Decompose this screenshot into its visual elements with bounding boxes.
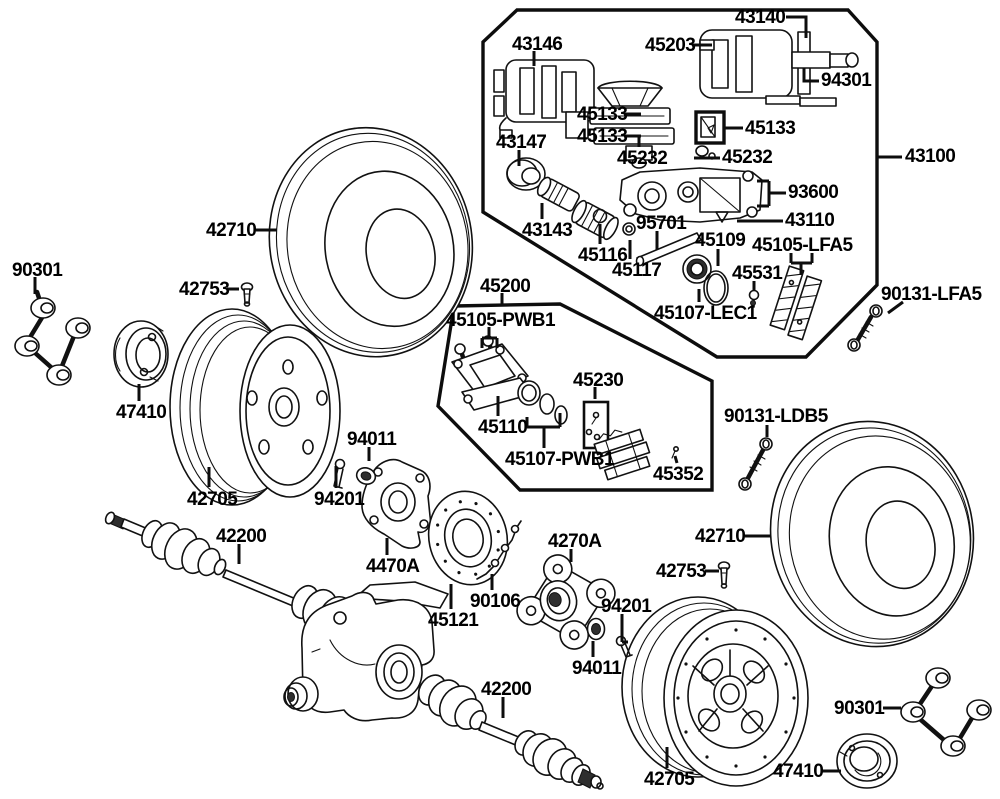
caliper-93600-drawing bbox=[619, 167, 763, 223]
part-label-90301-bottomright: 90301 bbox=[834, 698, 885, 719]
part-label-45203: 45203 bbox=[645, 35, 696, 56]
part-label-42705-left: 42705 bbox=[187, 489, 238, 510]
bushing-43143-drawing bbox=[536, 176, 619, 241]
pads-45105-LFA5-drawing bbox=[769, 265, 823, 341]
part-label-45352: 45352 bbox=[653, 464, 704, 485]
part-label-94011-lower: 94011 bbox=[572, 658, 622, 679]
part-label-45105-LFA5: 45105-LFA5 bbox=[752, 235, 853, 256]
part-label-43147: 43147 bbox=[496, 132, 547, 153]
differential-drawing bbox=[283, 581, 455, 722]
part-label-42200-upper: 42200 bbox=[216, 526, 267, 547]
part-label-47410-left: 47410 bbox=[116, 402, 167, 423]
part-label-42200-lower: 42200 bbox=[481, 679, 532, 700]
hubcap-left-drawing bbox=[113, 320, 169, 388]
part-label-94011-upper: 94011 bbox=[347, 429, 397, 450]
leader-lines bbox=[33, 15, 904, 773]
nut-94011-lower-drawing bbox=[586, 617, 606, 641]
tire-left-drawing bbox=[268, 126, 474, 358]
link-90131-LFA5-drawing bbox=[847, 304, 883, 352]
caliper-43146-drawing bbox=[493, 59, 595, 139]
lug-nuts-left-drawing bbox=[14, 289, 91, 386]
ring-45107-LEC1-drawing bbox=[703, 270, 729, 306]
nut-94011-upper-drawing bbox=[355, 467, 377, 485]
part-label-45110: 45110 bbox=[478, 417, 528, 438]
part-label-45232-b: 45232 bbox=[722, 147, 773, 168]
group-outline-45200 bbox=[436, 302, 714, 492]
part-label-45232-a: 45232 bbox=[617, 148, 668, 169]
wheel-left-drawing bbox=[169, 308, 341, 506]
part-label-43146: 43146 bbox=[512, 34, 563, 55]
part-label-45200: 45200 bbox=[480, 276, 531, 297]
seal-43147-drawing bbox=[506, 157, 546, 191]
circlip-45116-drawing bbox=[592, 208, 608, 224]
part-label-4270A: 4270A bbox=[548, 531, 602, 552]
part-label-90106: 90106 bbox=[470, 591, 521, 612]
wheel-right-drawing bbox=[621, 596, 809, 787]
part-label-45133-c: 45133 bbox=[745, 118, 796, 139]
part-label-42710-right: 42710 bbox=[695, 526, 746, 547]
hub-4270A-drawing bbox=[516, 554, 616, 650]
part-label-45133-a: 45133 bbox=[577, 104, 628, 125]
part-label-45121: 45121 bbox=[428, 610, 479, 631]
part-label-4470A: 4470A bbox=[366, 556, 420, 577]
part-label-45230: 45230 bbox=[573, 370, 624, 391]
part-label-45133-b: 45133 bbox=[577, 126, 628, 147]
part-label-42753-right: 42753 bbox=[656, 561, 707, 582]
bearing-45109-drawing bbox=[682, 254, 712, 284]
part-label-45109: 45109 bbox=[695, 230, 746, 251]
part-label-45107-LEC1: 45107-LEC1 bbox=[654, 303, 757, 324]
part-label-43100: 43100 bbox=[905, 146, 956, 167]
hubcap-right-drawing bbox=[836, 733, 898, 789]
valve-stem-right-drawing bbox=[717, 561, 731, 589]
lug-nuts-right-drawing bbox=[900, 667, 992, 757]
group-outline-43100 bbox=[481, 8, 879, 359]
part-label-45116: 45116 bbox=[578, 245, 628, 266]
part-label-45531: 45531 bbox=[732, 263, 783, 284]
part-label-47410-right: 47410 bbox=[773, 761, 824, 782]
part-label-43140: 43140 bbox=[735, 7, 786, 28]
axle-lower-drawing bbox=[417, 674, 604, 790]
washer-45117-drawing bbox=[622, 222, 636, 236]
part-label-94301: 94301 bbox=[821, 70, 872, 91]
part-label-90131-LDB5: 90131-LDB5 bbox=[724, 406, 828, 427]
pads-45352-drawing bbox=[593, 428, 679, 481]
part-label-94201-upper: 94201 bbox=[314, 489, 365, 510]
part-label-43143: 43143 bbox=[522, 220, 573, 241]
bracket-90106-drawing bbox=[476, 520, 522, 580]
valve-stem-left-drawing bbox=[240, 282, 254, 307]
link-90131-LDB5-drawing bbox=[738, 437, 773, 491]
pin-95701-drawing bbox=[635, 232, 702, 267]
tire-right-drawing bbox=[769, 420, 975, 648]
part-label-42753-left: 42753 bbox=[179, 279, 230, 300]
piston-45107-PWB1-drawing bbox=[517, 380, 568, 425]
part-label-42705-right: 42705 bbox=[644, 769, 695, 790]
part-label-43110: 43110 bbox=[785, 210, 835, 231]
bracket-45105-PWB1-drawing bbox=[451, 335, 533, 411]
part-label-90301-topleft: 90301 bbox=[12, 260, 63, 281]
part-label-45107-PWB1: 45107-PWB1 bbox=[505, 449, 615, 470]
part-label-45105-PWB1: 45105-PWB1 bbox=[446, 310, 556, 331]
part-label-94201-lower: 94201 bbox=[601, 596, 652, 617]
part-label-42710-left: 42710 bbox=[206, 220, 257, 241]
part-label-45117: 45117 bbox=[612, 260, 662, 281]
knuckle-4470A-drawing bbox=[361, 458, 432, 549]
caliper-43140-drawing bbox=[692, 29, 859, 107]
part-label-95701: 95701 bbox=[636, 213, 687, 234]
part-label-90131-LFA5: 90131-LFA5 bbox=[881, 284, 982, 305]
brake-disc-45121-drawing bbox=[427, 490, 509, 586]
part-label-93600: 93600 bbox=[788, 182, 839, 203]
